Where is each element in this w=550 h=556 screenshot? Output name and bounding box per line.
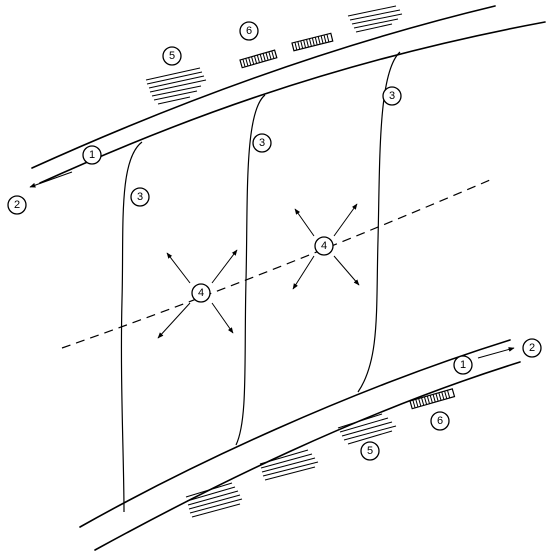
label-4-right: 4 — [314, 236, 334, 256]
layered-stack-lower-left — [185, 482, 243, 518]
svg-text:4: 4 — [321, 240, 327, 252]
layered-stack-lower-right — [337, 413, 397, 445]
svg-text:2: 2 — [14, 199, 20, 211]
svg-text:1: 1 — [460, 359, 466, 371]
label-2-lower: 2 — [522, 338, 542, 358]
svg-text:2: 2 — [529, 342, 535, 354]
flow-arrow-upper — [29, 171, 73, 188]
svg-text:4: 4 — [198, 287, 204, 299]
lower-wall-inner — [79, 339, 511, 528]
septum-left — [120, 141, 143, 513]
svg-text:5: 5 — [169, 50, 175, 62]
label-1-lower: 1 — [453, 355, 473, 375]
label-5-upper: 5 — [162, 46, 182, 66]
layered-stack-upper-left — [145, 67, 207, 105]
svg-text:3: 3 — [389, 90, 395, 102]
expansion-arrows-left — [157, 249, 238, 339]
label-5-lower: 5 — [360, 441, 380, 461]
central-axis — [61, 179, 491, 349]
label-4-left: 4 — [191, 283, 211, 303]
upper-wall-outer — [31, 5, 496, 169]
label-1-upper: 1 — [82, 145, 102, 165]
label-2-upper: 2 — [7, 195, 27, 215]
label-3-left: 3 — [130, 187, 150, 207]
label-6-upper: 6 — [239, 21, 259, 41]
label-6-lower: 6 — [430, 411, 450, 431]
svg-text:1: 1 — [89, 149, 95, 161]
layered-stack-upper-right — [347, 5, 403, 33]
svg-text:3: 3 — [259, 137, 265, 149]
label-3-right: 3 — [382, 86, 402, 106]
ribbed-bar-upper-left — [239, 49, 278, 69]
lower-wall-outer — [94, 361, 521, 551]
svg-text:5: 5 — [367, 445, 373, 457]
svg-text:3: 3 — [137, 191, 143, 203]
septum-right — [357, 51, 401, 393]
ribbed-bar-upper-right — [291, 32, 334, 52]
label-3-middle: 3 — [252, 133, 272, 153]
flow-arrow-lower — [477, 347, 515, 359]
layered-stack-lower-middle — [259, 449, 319, 481]
svg-text:6: 6 — [437, 415, 443, 427]
svg-text:6: 6 — [246, 25, 252, 37]
ribbed-bar-lower — [409, 388, 456, 410]
expansion-arrows-right — [292, 203, 360, 290]
